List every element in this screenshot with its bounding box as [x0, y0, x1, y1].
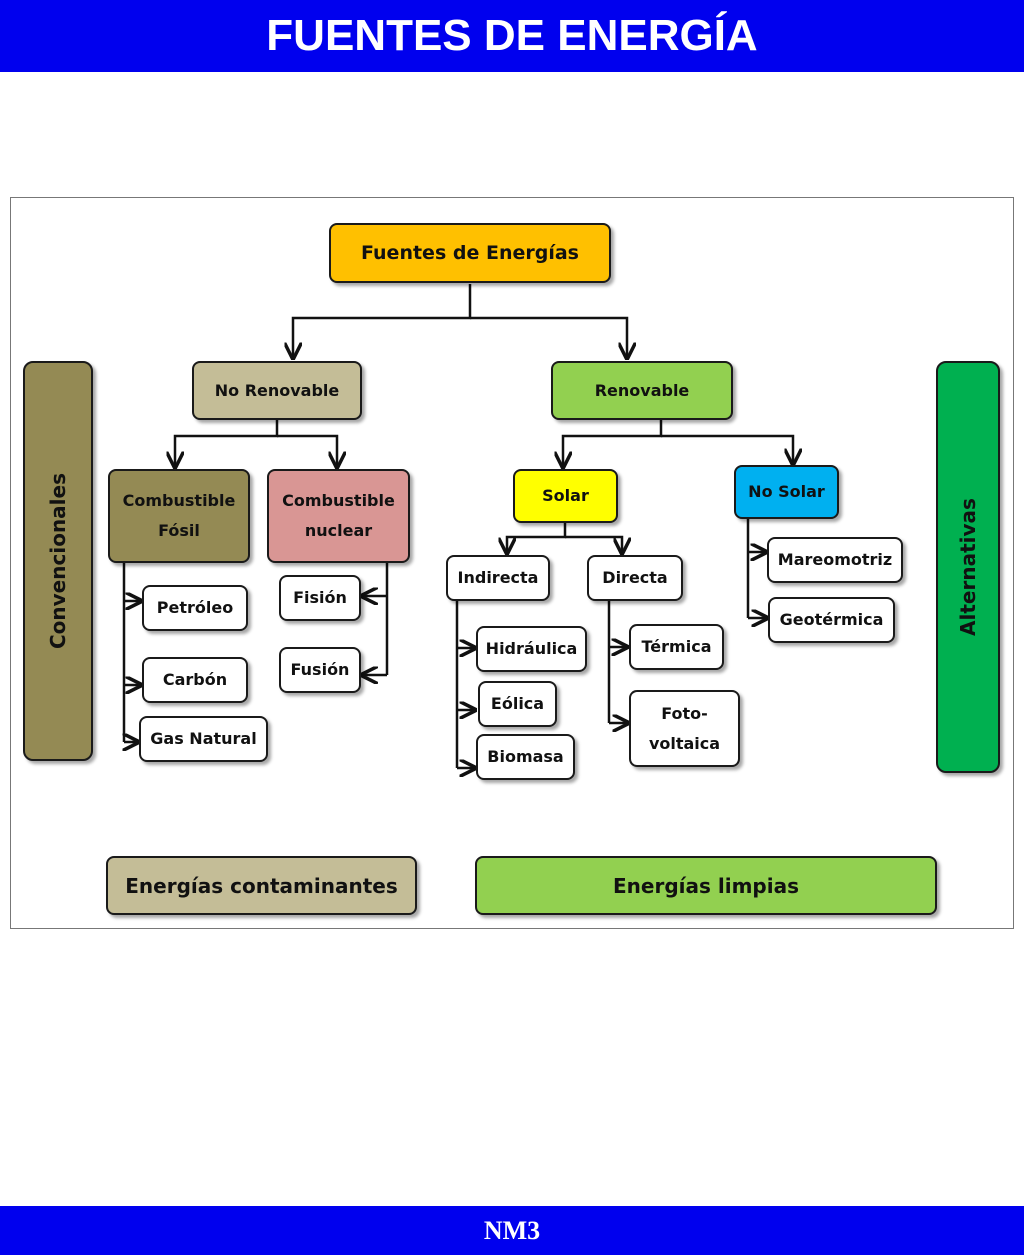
fotovoltaica-line-1: Foto- [661, 703, 708, 723]
arrow-to-directa [565, 535, 622, 553]
arrow-to-combustible-nuclear [277, 434, 337, 467]
node-termica: Térmica [629, 624, 724, 670]
page-title: FUENTES DE ENERGÍA [266, 11, 758, 60]
footer-bar: NM3 [0, 1206, 1024, 1255]
alternativas-label: Alternativas [936, 361, 1000, 773]
footer-label: NM3 [483, 1216, 541, 1245]
arrow-to-indirecta [507, 523, 567, 553]
node-biomasa: Biomasa [476, 734, 575, 780]
arrow-to-combustible-fosil [175, 420, 279, 467]
node-mareomotriz: Mareomotriz [767, 537, 903, 583]
node-fuentes-de-energias: Fuentes de Energías [329, 223, 611, 283]
node-geotermica: Geotérmica [768, 597, 895, 643]
combustible-fosil-line-2: Fósil [158, 521, 200, 540]
node-no-renovable: No Renovable [192, 361, 362, 420]
convencionales-label: Convencionales [23, 361, 93, 761]
header-bar: FUENTES DE ENERGÍA [0, 0, 1024, 72]
node-fusion: Fusión [279, 647, 361, 693]
node-hidraulica: Hidráulica [476, 626, 587, 672]
node-renovable: Renovable [551, 361, 733, 420]
node-no-solar: No Solar [734, 465, 839, 519]
combustible-nuclear-line-2: nuclear [304, 521, 373, 540]
arrow-to-no-solar [661, 434, 793, 464]
combustible-nuclear-line-1: Combustible [282, 491, 395, 510]
combustible-fosil-line-1: Combustible [122, 491, 236, 510]
node-eolica: Eólica [478, 681, 557, 727]
node-fision: Fisión [279, 575, 361, 621]
node-energias-limpias: Energías limpias [475, 856, 937, 915]
node-combustible-fosil: Combustible Fósil [108, 469, 250, 563]
node-petroleo: Petróleo [142, 585, 248, 631]
arrow-root-to-no-renovable [293, 284, 472, 358]
node-directa: Directa [587, 555, 683, 601]
node-indirecta: Indirecta [446, 555, 550, 601]
node-gas-natural: Gas Natural [139, 716, 268, 762]
node-fotovoltaica: Foto- voltaica [629, 690, 740, 767]
node-energias-contaminantes: Energías contaminantes [106, 856, 417, 915]
arrow-to-solar [563, 420, 663, 467]
node-solar: Solar [513, 469, 618, 523]
node-combustible-nuclear: Combustible nuclear [267, 469, 410, 563]
fotovoltaica-line-2: voltaica [648, 733, 721, 753]
node-carbon: Carbón [142, 657, 248, 703]
arrow-root-to-renovable [470, 316, 627, 358]
